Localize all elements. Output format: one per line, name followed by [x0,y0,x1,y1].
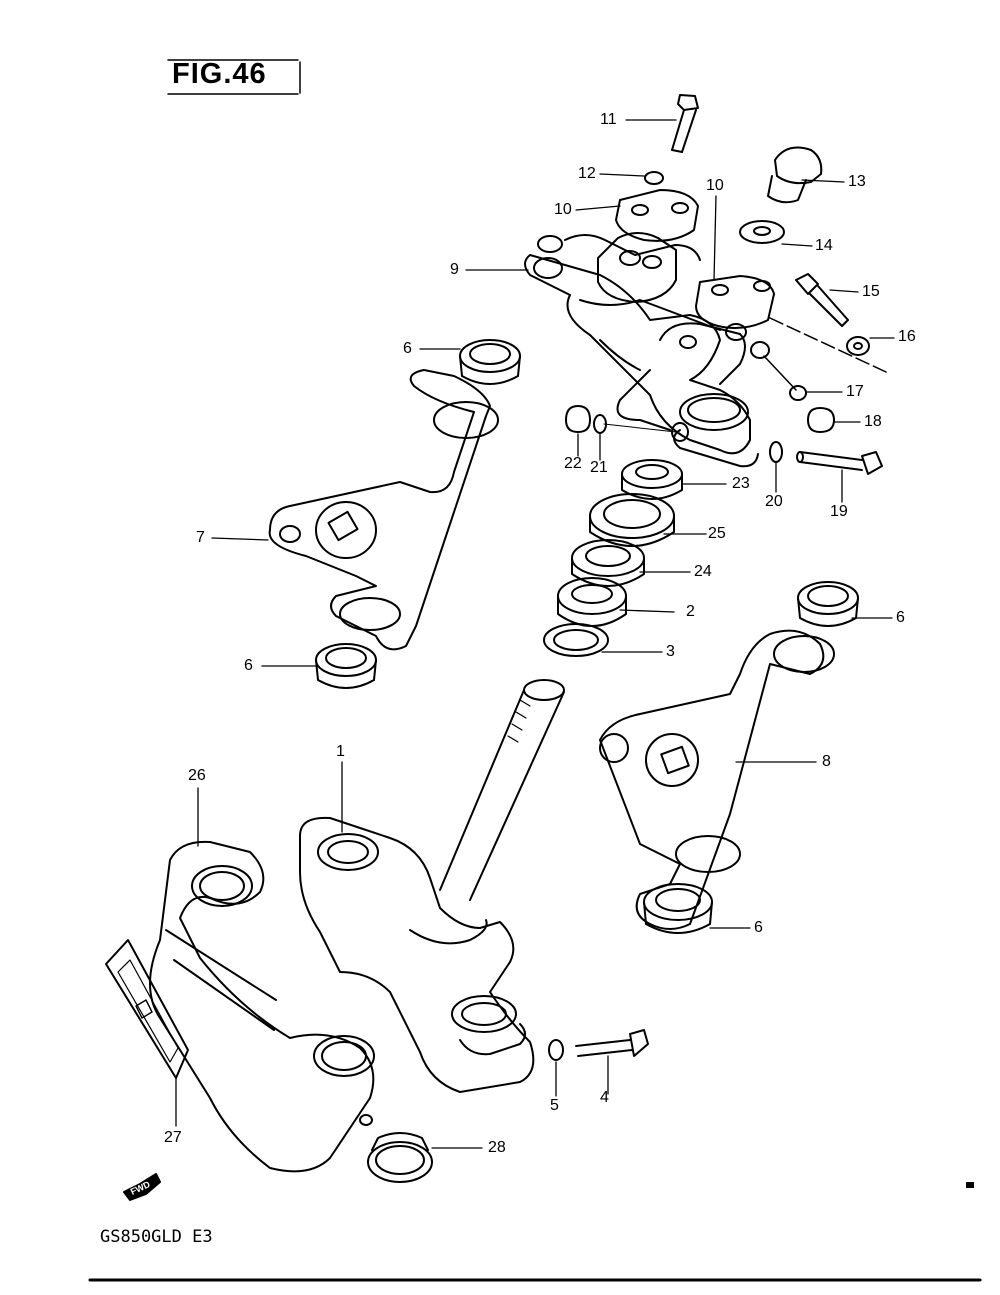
callout-17: 17 [846,383,864,400]
callout-25: 25 [708,525,726,542]
handlebar-holder-10b [695,275,775,329]
figure-title: FIG.46 [172,58,267,90]
bolt-4 [575,1029,649,1057]
callout-18: 18 [864,413,882,430]
upper-bracket-9 [524,232,770,468]
callout-15: 15 [862,283,880,300]
emblem-27 [105,939,189,1079]
cap-nut-22 [565,405,591,433]
bolt-11 [671,94,699,153]
cover-26 [149,840,375,1173]
callout-6d: 6 [754,919,763,936]
callout-leaders [175,119,895,1149]
callout-22: 22 [564,455,582,472]
callout-6b: 6 [244,657,253,674]
bracket-8 [599,629,835,930]
dust-seal-3 [543,623,609,657]
nut-18 [807,407,835,433]
callout-13: 13 [848,173,866,190]
callout-26: 26 [188,767,206,784]
callout-2: 2 [686,603,695,620]
callout-19: 19 [830,503,848,520]
steering-stem-nut-23 [621,459,683,500]
callout-21: 21 [590,459,608,476]
washer-17 [789,385,807,401]
bolt-19 [796,451,883,475]
callout-23: 23 [732,475,750,492]
callout-24: 24 [694,563,712,580]
leader-dash-9 [603,423,677,433]
callout-10b: 10 [706,177,724,194]
callout-5: 5 [550,1097,559,1114]
model-code: GS850GLD E3 [100,1227,213,1247]
callout-20: 20 [765,493,783,510]
bolt-15 [795,273,849,327]
callout-27: 27 [164,1129,182,1146]
callout-28: 28 [488,1139,506,1156]
figure-title-frame [167,59,301,95]
washer-12 [644,171,664,185]
washer-14 [739,220,785,244]
damper-6b [315,643,377,689]
washer-20 [769,441,783,463]
dust-seal-25 [589,493,675,547]
cap-28 [367,1132,433,1183]
leader-dash-17 [763,355,797,391]
callout-9: 9 [450,261,459,278]
callout-8: 8 [822,753,831,770]
washer-5 [548,1039,564,1061]
callout-10a: 10 [554,201,572,218]
damper-6c [797,581,859,627]
bearing-24 [571,539,645,587]
callout-11: 11 [600,111,617,128]
callout-14: 14 [815,237,833,254]
callout-7: 7 [196,529,205,546]
washer-16 [846,336,870,356]
forward-arrow-icon [123,1173,161,1201]
steering-stem-1 [299,679,565,1093]
damper-6d [643,883,713,934]
leader-dash-15 [769,317,887,373]
damper-6a [459,339,521,385]
callout-3: 3 [666,643,675,660]
callout-6c: 6 [896,609,905,626]
bracket-7 [268,369,499,651]
callout-6a: 6 [403,340,412,357]
callout-16: 16 [898,328,916,345]
bolt-13 [767,146,823,204]
callout-1: 1 [336,743,345,760]
callout-12: 12 [578,165,596,182]
callout-4: 4 [600,1089,609,1106]
registration-mark [966,1182,974,1188]
handlebar-holder-10a [615,189,699,242]
